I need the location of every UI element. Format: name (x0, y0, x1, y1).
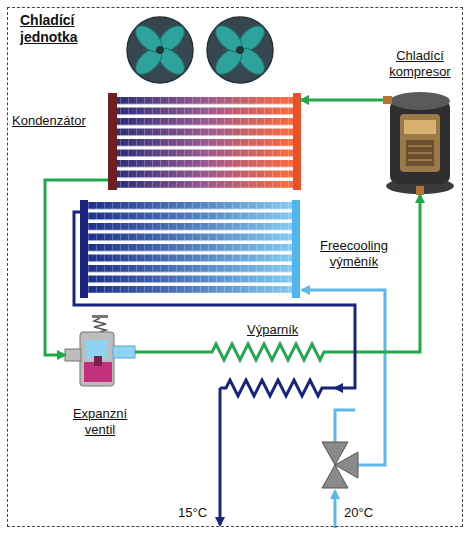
fan-disk (207, 17, 273, 83)
valve-spring (94, 318, 106, 332)
part-label: Výparník (247, 322, 298, 338)
freecooling-coil (80, 200, 300, 298)
unit-title: Chladící jednotka (20, 12, 92, 46)
part-label: Freecooling výměník (306, 238, 402, 270)
refrigerant-pipe (301, 99, 383, 102)
fan-blade (131, 21, 166, 56)
pipe-stub (383, 96, 392, 104)
coil-header (80, 200, 88, 298)
compressor-illustration (383, 92, 454, 195)
fan-blade (211, 21, 246, 56)
coil-fins (117, 97, 293, 188)
compressor-top (390, 92, 450, 110)
expansion-valve-box: Expanzní ventil (65, 316, 135, 395)
freecooling-box: Freecooling výměník (80, 200, 300, 298)
freecooling-supply-pipe (302, 290, 385, 465)
evaporator-refrigerant-coil (205, 344, 335, 360)
temperature-label: 15°C (178, 505, 207, 521)
water-inlet-pipe (334, 491, 337, 528)
refrigerant-pipe (45, 180, 108, 355)
expansion-valve-illustration (65, 315, 135, 386)
temperature-label: 20°C (344, 505, 373, 521)
valve-inlet (65, 349, 81, 361)
pipe-stub (416, 186, 424, 195)
fan-hub (236, 46, 244, 54)
motor-winding (408, 160, 432, 161)
compressor-cutaway (400, 114, 440, 172)
fan (127, 17, 193, 83)
water-outlet-pipe (219, 388, 222, 525)
valve-chamber (86, 340, 108, 358)
compressor-shell (390, 100, 450, 184)
unit-boundary: Chladící jednotkaKondenzátor Chladící kom… (7, 7, 463, 527)
chilled-water-pipe (74, 212, 355, 388)
fan-hub (156, 46, 164, 54)
coil-fins (88, 202, 292, 293)
valve-outlet (113, 346, 135, 358)
coil-tubes (88, 202, 292, 293)
fan (207, 17, 273, 83)
coil-header (108, 93, 117, 190)
compressor-motor (406, 140, 434, 166)
bypass-pipe (335, 410, 355, 443)
coil-header (292, 200, 300, 298)
valve-body (80, 332, 114, 386)
evaporator-box: Výparník (205, 340, 335, 400)
valve-needle (94, 356, 102, 366)
refrigerant-pipe (335, 195, 420, 352)
coil-header (293, 93, 301, 190)
part-label: Expanzní ventil (63, 406, 137, 438)
evaporator-water-coil (220, 380, 335, 396)
valve-port (322, 465, 348, 488)
valve-cap (92, 315, 108, 318)
motor-winding (408, 153, 432, 154)
part-label: Kondenzátor (12, 113, 86, 129)
condenser-box: Kondenzátor (108, 93, 301, 190)
part-label: Chladící kompresor (377, 48, 463, 80)
coil-tubes (117, 97, 293, 188)
compressor-scroll (404, 120, 436, 134)
fan-disk (127, 17, 193, 83)
refrigerant-pipe (135, 351, 205, 354)
condenser-coil (108, 93, 301, 190)
three-way-valve (322, 442, 358, 488)
compressor-box: Chladící kompresor (383, 90, 455, 195)
motor-winding (408, 146, 432, 147)
